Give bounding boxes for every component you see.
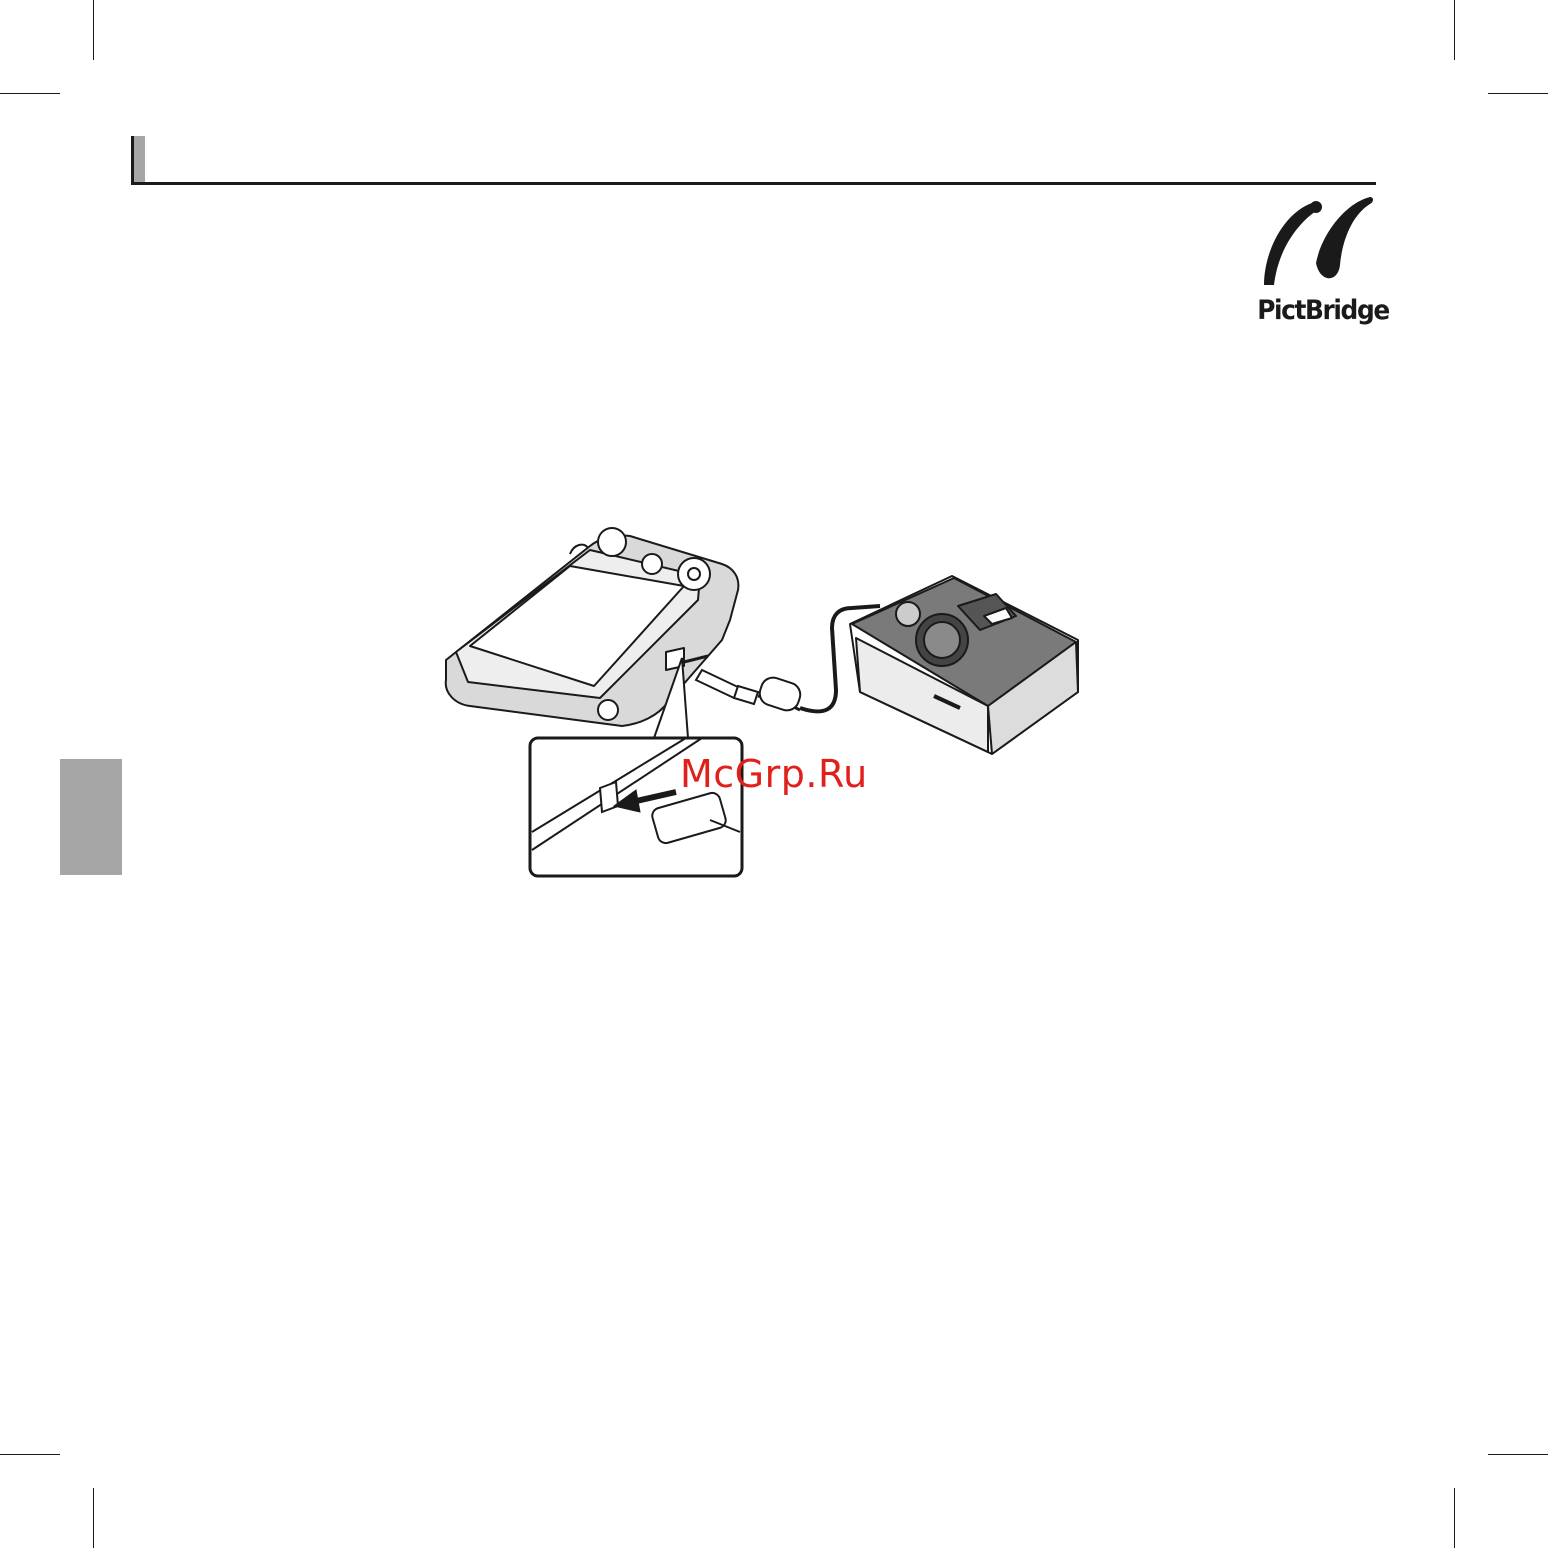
pictbridge-logo-text: PictBridge xyxy=(1257,295,1377,326)
watermark-text: McGrp.Ru xyxy=(680,752,868,796)
crop-mark xyxy=(1488,93,1548,94)
pictbridge-logo: PictBridge xyxy=(1252,193,1382,338)
camera-connected-to-printer-illustration xyxy=(440,520,1090,880)
header-rule xyxy=(131,182,1376,185)
chapter-tab xyxy=(60,759,122,875)
crop-mark xyxy=(0,1454,60,1455)
pictbridge-logo-icon xyxy=(1256,193,1376,293)
crop-mark xyxy=(93,0,94,60)
crop-mark xyxy=(93,1488,94,1548)
crop-mark xyxy=(1488,1454,1548,1455)
section-marker xyxy=(131,136,145,185)
printer-icon xyxy=(850,576,1078,754)
crop-mark xyxy=(1454,0,1455,60)
camera-icon xyxy=(446,528,739,726)
crop-mark xyxy=(0,93,60,94)
crop-mark xyxy=(1454,1488,1455,1548)
